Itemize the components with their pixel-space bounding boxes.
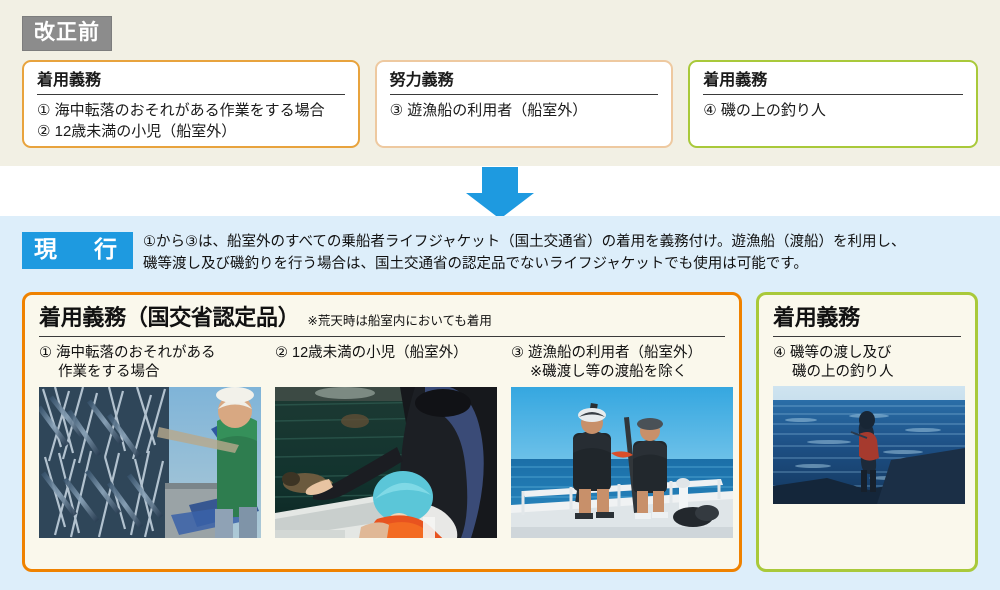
card-label-line-1: ② 12歳未満の小児（船室外） [275,345,468,362]
before-box-wearing-obligation-shore: 着用義務 ④ 磯の上の釣り人 [688,60,978,148]
divider [773,336,961,338]
photo-angler-on-rocky-shore [773,386,965,505]
before-revision-badge: 改正前 [22,16,112,52]
panel-header: 着用義務（国交省認定品） ※荒天時は船室内においても着用 [39,305,725,330]
card-label: ③ 遊漁船の利用者（船室外） ※磯渡し等の渡船を除く [511,344,733,384]
side-panel-label: ④ 磯等の渡し及び 磯の上の釣り人 [773,344,961,382]
photo-child-in-lifejacket-on-boat [275,387,497,539]
side-panel-label-line-1: ④ 磯等の渡し及び [773,345,892,362]
card-item-1: ① 海中転落のおそれがある 作業をする場合 [39,344,261,539]
current-panels: 着用義務（国交省認定品） ※荒天時は船室内においても着用 ① 海中転落のおそれが… [22,292,978,572]
before-box-title: 着用義務 [703,72,768,89]
arrow-band [0,166,1000,219]
card-item-2: ② 12歳未満の小児（船室外） [275,344,497,539]
divider [39,336,725,338]
card-label: ① 海中転落のおそれがある 作業をする場合 [39,344,261,384]
before-revision-box-list: 着用義務 ① 海中転落のおそれがある作業をする場合 ② 12歳未満の小児（船室外… [22,60,978,148]
photo-anglers-on-boat-deck [511,387,733,539]
current-rules-section: 現 行 ①から③は、船室外のすべての乗船者ライフジャケット（国土交通省）の着用を… [0,216,1000,590]
card-label: ② 12歳未満の小児（船室外） [275,344,497,384]
photo-fisherman-hauling-net [39,387,261,539]
card-label-line-1: ③ 遊漁船の利用者（船室外） [511,345,703,362]
before-box-title: 着用義務 [37,72,102,89]
before-box-title: 努力義務 [389,72,454,89]
before-box-wearing-obligation: 着用義務 ① 海中転落のおそれがある作業をする場合 ② 12歳未満の小児（船室外… [22,60,360,148]
card-item-3: ③ 遊漁船の利用者（船室外） ※磯渡し等の渡船を除く [511,344,733,539]
before-box-effort-obligation: 努力義務 ③ 遊漁船の利用者（船室外） [374,60,674,148]
card-list: ① 海中転落のおそれがある 作業をする場合 [39,344,733,539]
down-arrow-icon [466,167,534,219]
divider [37,94,345,95]
panel-wearing-obligation-shore: 着用義務 ④ 磯等の渡し及び 磯の上の釣り人 [756,292,978,572]
current-description: ①から③は、船室外のすべての乗船者ライフジャケット（国土交通省）の着用を義務付け… [143,231,978,275]
panel-header: 着用義務 [773,305,961,330]
panel-wearing-obligation-certified: 着用義務（国交省認定品） ※荒天時は船室内においても着用 ① 海中転落のおそれが… [22,292,742,572]
current-header: 現 行 ①から③は、船室外のすべての乗船者ライフジャケット（国土交通省）の着用を… [22,231,978,285]
before-box-item: ② 12歳未満の小児（船室外） [37,123,237,141]
before-box-item: ③ 遊漁船の利用者（船室外） [389,102,588,119]
current-description-line-1: ①から③は、船室外のすべての乗船者ライフジャケット（国土交通省）の着用を義務付け… [143,234,906,250]
side-panel-label-line-2: 磯の上の釣り人 [792,364,894,381]
card-label-line-2: 作業をする場合 [58,364,160,381]
panel-note: ※荒天時は船室内においても着用 [307,314,492,328]
current-badge: 現 行 [22,232,133,269]
card-label-line-1: ① 海中転落のおそれがある [39,345,216,362]
divider [389,94,659,95]
current-description-line-2: 磯等渡し及び磯釣りを行う場合は、国土交通省の認定品でないライフジャケットでも使用… [143,256,808,273]
divider [703,94,963,95]
panel-title: 着用義務（国交省認定品） [39,305,300,330]
before-box-item: ④ 磯の上の釣り人 [703,102,826,119]
before-box-item: ① 海中転落のおそれがある作業をする場合 [37,102,325,119]
before-revision-section: 改正前 着用義務 ① 海中転落のおそれがある作業をする場合 ② 12歳未満の小児… [0,0,1000,166]
card-label-line-2: ※磯渡し等の渡船を除く [530,364,688,381]
panel-title: 着用義務 [773,305,860,330]
